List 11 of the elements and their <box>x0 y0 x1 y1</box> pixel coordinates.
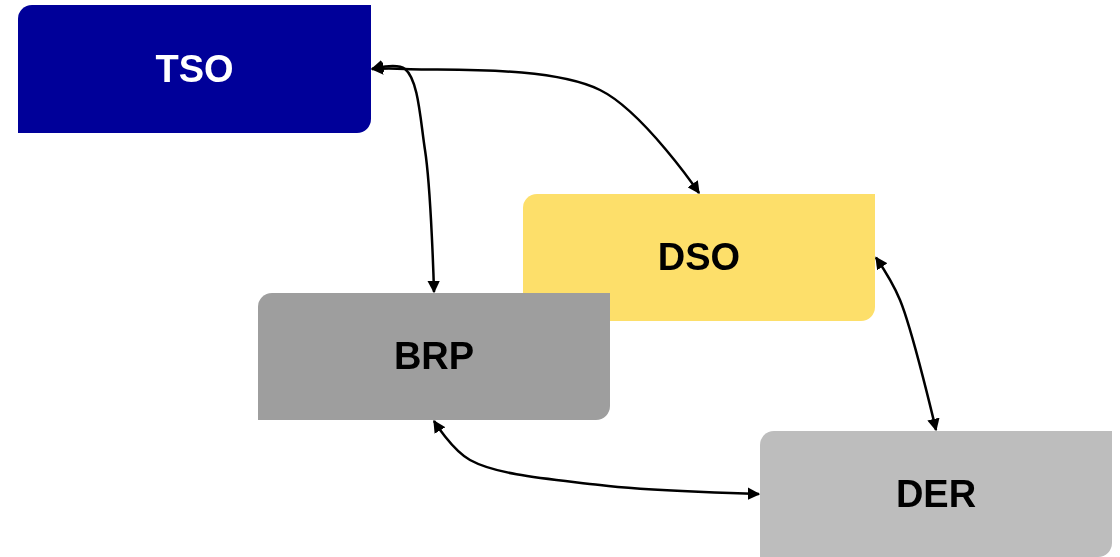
role-label: DSO <box>657 236 741 279</box>
arrow <box>370 60 440 294</box>
role-box <box>523 194 875 321</box>
role-label: BRP <box>393 335 475 378</box>
arrow <box>432 419 761 500</box>
role-label: DER <box>895 472 977 516</box>
role-label: TSO <box>155 47 234 91</box>
role-box <box>760 431 1112 557</box>
role-box <box>258 293 610 420</box>
arrow <box>874 256 940 432</box>
role-box <box>18 5 371 133</box>
